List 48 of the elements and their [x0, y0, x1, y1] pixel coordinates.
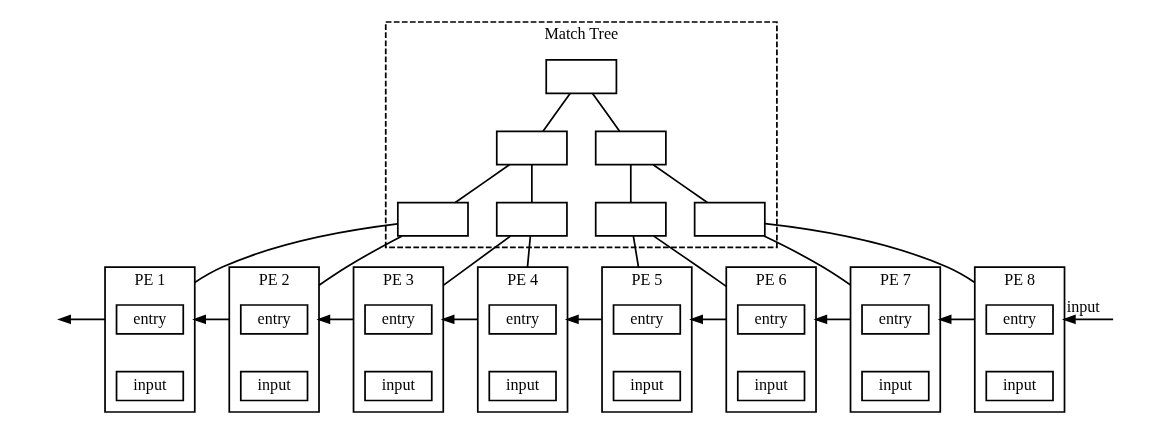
connector: [763, 235, 852, 286]
arrow: [937, 314, 976, 325]
node-box: input: [364, 370, 433, 402]
connector: [442, 235, 512, 287]
node-box: entry: [488, 304, 557, 335]
connector: [526, 235, 532, 268]
node-box: input: [488, 370, 557, 402]
node-box: [495, 130, 568, 166]
node-box: input: [736, 370, 806, 402]
node-box: [693, 201, 766, 237]
connector: [629, 163, 632, 204]
node-box: [594, 130, 667, 166]
node-box: [396, 201, 469, 237]
arrow: [1061, 314, 1114, 325]
node-box: input: [985, 370, 1054, 402]
connector: [632, 235, 640, 268]
node-box: entry: [861, 304, 930, 335]
node-box: [545, 59, 618, 95]
arrow: [440, 314, 479, 325]
arrow: [813, 314, 852, 325]
arrow: [316, 314, 355, 325]
node-box: [594, 201, 667, 237]
node-box: [495, 201, 568, 237]
connector: [454, 163, 511, 204]
arrow: [689, 314, 728, 325]
node-box: input: [115, 370, 185, 402]
node-box: entry: [736, 304, 806, 335]
node-box: input: [239, 370, 309, 402]
connector: [764, 222, 976, 284]
connector: [318, 235, 403, 287]
connector: [652, 235, 728, 288]
connector: [531, 163, 533, 204]
cluster: Match Tree: [384, 21, 778, 249]
arrow: [564, 314, 603, 325]
node-box: entry: [239, 304, 309, 335]
node-box: entry: [612, 304, 682, 335]
node-box: entry: [115, 304, 185, 335]
arrow: [57, 314, 106, 325]
connector: [652, 163, 709, 204]
connector: [591, 92, 621, 133]
connector: [542, 92, 571, 133]
node-box: entry: [364, 304, 433, 335]
arrow: [192, 314, 231, 325]
node-box: entry: [985, 304, 1054, 335]
connector: [193, 223, 399, 284]
node-box: input: [612, 370, 682, 402]
node-box: input: [861, 370, 930, 402]
edge-label: input: [1066, 297, 1100, 315]
